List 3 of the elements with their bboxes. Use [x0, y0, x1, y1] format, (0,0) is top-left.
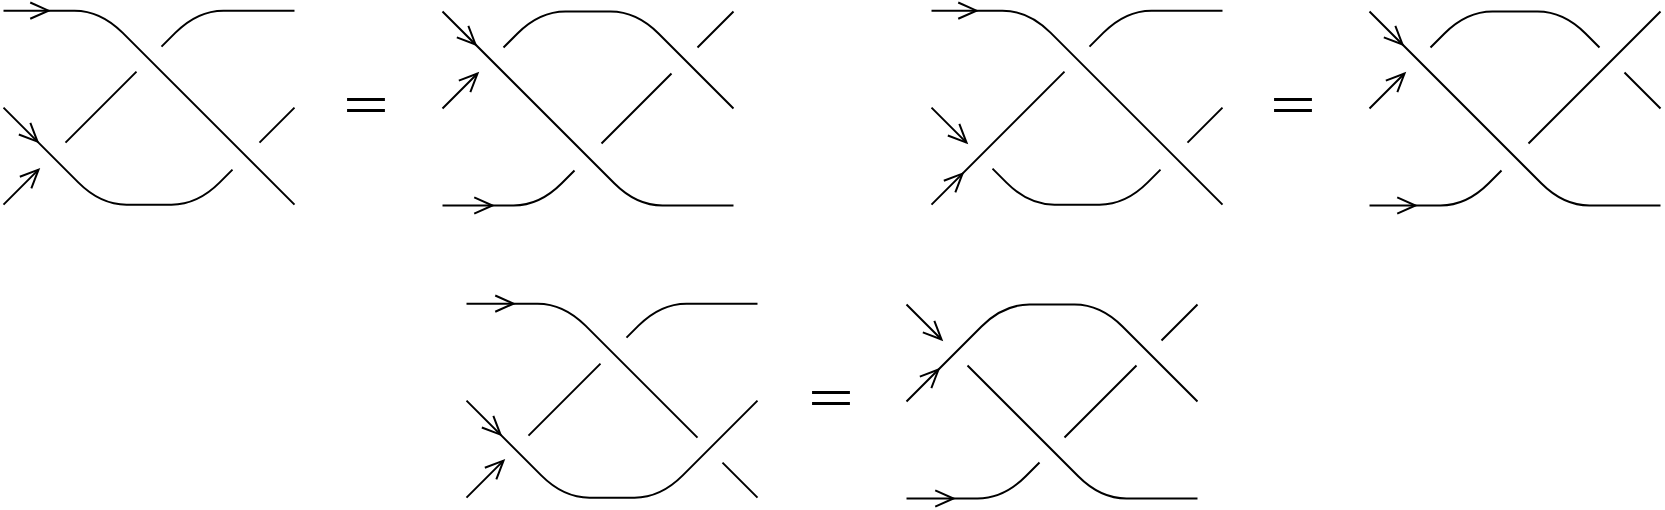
equals-sign: = [808, 389, 854, 407]
equals-sign: = [343, 96, 389, 114]
equals-sign: = [1270, 96, 1316, 114]
